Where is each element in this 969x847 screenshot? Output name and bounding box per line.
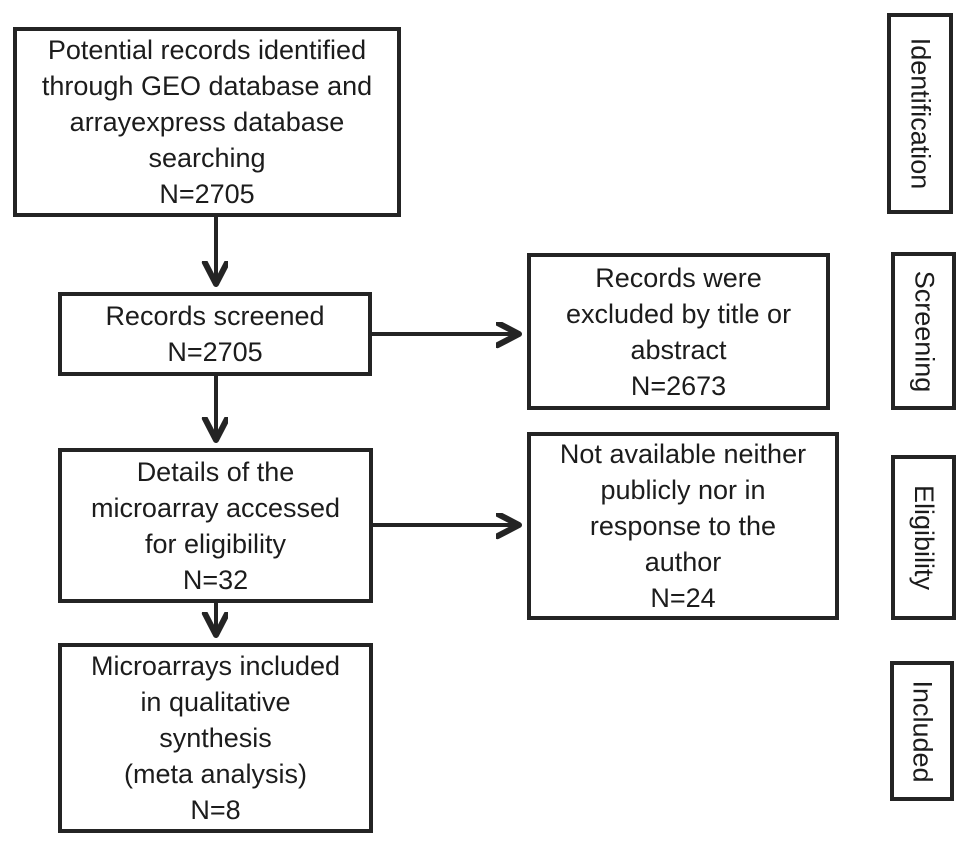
- stage-label-identification: Identification: [887, 13, 953, 214]
- flow-box-records-screened: Records screened N=2705: [58, 292, 372, 376]
- stage-label-eligibility-text: Eligibility: [909, 484, 940, 591]
- stage-label-identification-text: Identification: [905, 37, 936, 190]
- flow-box-records-identified: Potential records identified through GEO…: [13, 27, 401, 217]
- flow-box-details-accessed: Details of the microarray accessed for e…: [58, 448, 373, 603]
- exclusion-box-title-abstract: Records were excluded by title or abstra…: [527, 253, 830, 410]
- stage-label-included: Included: [890, 661, 954, 801]
- stage-label-screening: Screening: [891, 252, 956, 410]
- stage-label-screening-text: Screening: [909, 270, 939, 392]
- exclusion-box-not-available: Not available neither publicly nor in re…: [527, 432, 839, 620]
- flow-box-microarrays-included: Microarrays included in qualitative synt…: [58, 643, 373, 833]
- stage-label-included-text: Included: [907, 679, 938, 783]
- stage-label-eligibility: Eligibility: [891, 455, 956, 620]
